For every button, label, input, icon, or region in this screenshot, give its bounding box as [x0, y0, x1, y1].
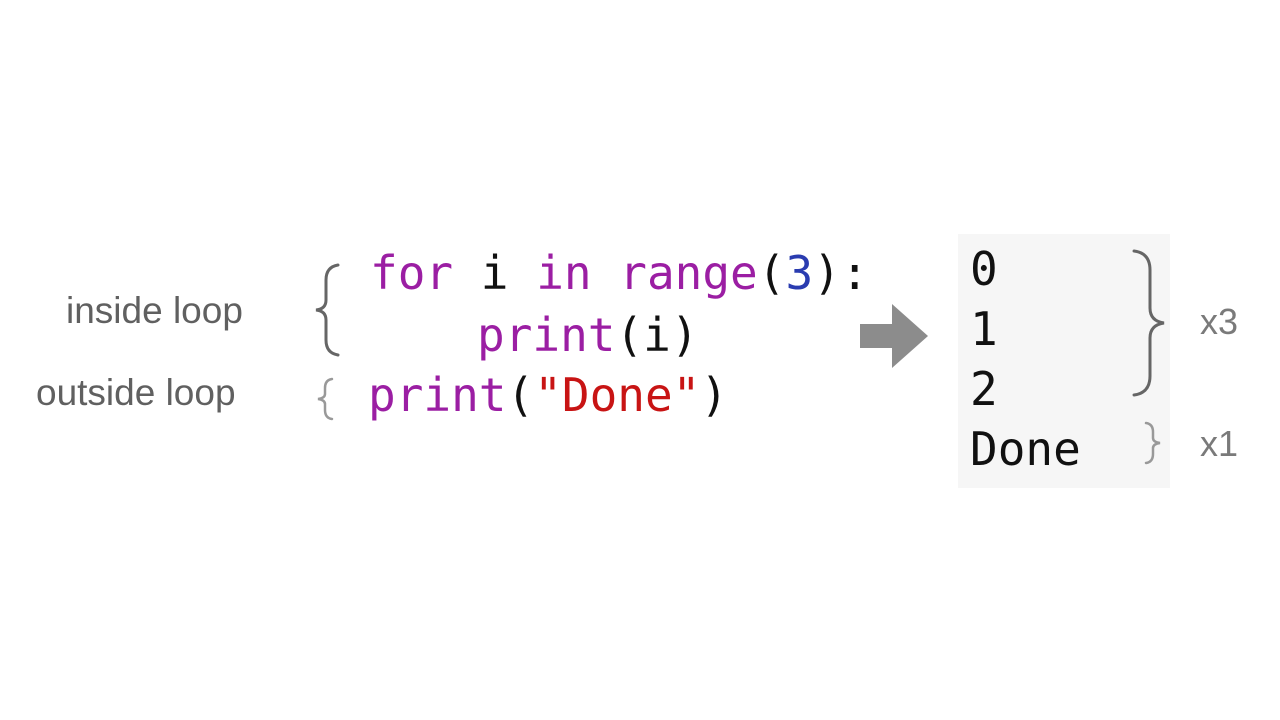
done-output-brace [1144, 421, 1161, 465]
output-line: Done [970, 422, 1081, 476]
print-close-paren: ) [700, 368, 729, 422]
code-line-print-i: print(i) [477, 312, 699, 358]
for-keyword: for [370, 246, 454, 300]
outside-loop-label: outside loop [36, 372, 236, 413]
code-line-for: for i in range(3): [370, 250, 869, 296]
output-panel: 0 1 2 Done [958, 234, 1170, 488]
inside-loop-brace [315, 263, 340, 357]
print-function: print [477, 308, 616, 362]
output-line: 0 [970, 242, 998, 296]
range-close: ): [813, 246, 869, 300]
inside-loop-label: inside loop [66, 290, 243, 331]
in-keyword: in [536, 246, 592, 300]
print-function: print [368, 368, 507, 422]
right-arrow-icon [860, 304, 928, 368]
range-function: range [591, 246, 758, 300]
output-line: 2 [970, 362, 998, 416]
done-string: "Done" [534, 368, 701, 422]
print-open-paren: ( [506, 368, 535, 422]
loop-output-brace [1132, 249, 1165, 397]
outside-loop-brace [317, 377, 334, 421]
range-argument: 3 [785, 246, 814, 300]
loop-variable: i [453, 246, 537, 300]
code-line-print-done: print("Done") [368, 372, 728, 418]
after-multiplier: x1 [1200, 423, 1239, 464]
output-line: 1 [970, 302, 998, 356]
print-args: (i) [615, 308, 699, 362]
range-open-paren: ( [757, 246, 786, 300]
loop-multiplier: x3 [1200, 301, 1239, 342]
